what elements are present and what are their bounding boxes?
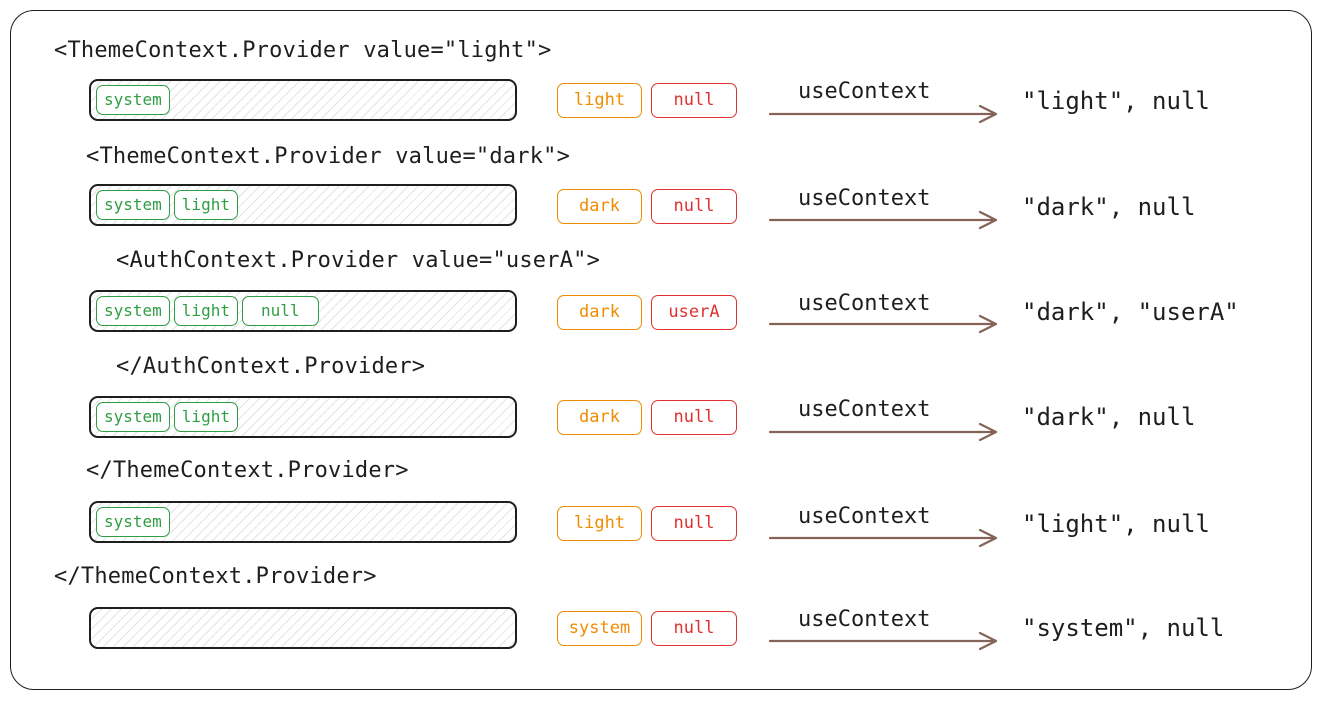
- theme-context-value: dark: [557, 295, 642, 330]
- auth-context-value: null: [651, 400, 737, 435]
- use-context-result: "system", null: [1022, 614, 1225, 642]
- theme-context-value: light: [557, 506, 642, 541]
- context-stack: system light: [89, 396, 517, 438]
- use-context-result: "dark", "userA": [1022, 298, 1239, 326]
- right-arrow-icon: [768, 422, 998, 442]
- auth-context-value: null: [651, 83, 737, 118]
- use-context-label: useContext: [798, 291, 931, 316]
- tag-auth-provider-open: <AuthContext.Provider value="userA">: [116, 248, 601, 273]
- context-stack: [89, 607, 517, 649]
- auth-context-value: null: [651, 611, 737, 646]
- use-context-result: "dark", null: [1022, 193, 1196, 221]
- diagram-frame: [10, 10, 1312, 690]
- tag-theme-provider-dark-close: </ThemeContext.Provider>: [86, 458, 409, 483]
- tag-theme-provider-light-close: </ThemeContext.Provider>: [54, 564, 377, 589]
- auth-context-value: null: [651, 506, 737, 541]
- stack-chip: system: [96, 85, 170, 115]
- stack-chip: light: [173, 296, 238, 326]
- theme-context-value: dark: [557, 189, 642, 224]
- stack-chip: null: [241, 296, 319, 326]
- tag-auth-provider-close: </AuthContext.Provider>: [116, 354, 426, 379]
- use-context-result: "dark", null: [1022, 403, 1196, 431]
- theme-context-value: system: [557, 611, 642, 646]
- right-arrow-icon: [768, 210, 998, 230]
- use-context-label: useContext: [798, 186, 931, 211]
- use-context-label: useContext: [798, 504, 931, 529]
- stack-chip: system: [96, 402, 170, 432]
- context-stack: system light null: [89, 290, 517, 332]
- right-arrow-icon: [768, 104, 998, 124]
- stack-chip: light: [173, 190, 238, 220]
- right-arrow-icon: [768, 631, 998, 651]
- context-stack: system light: [89, 184, 517, 226]
- stack-chip: system: [96, 507, 170, 537]
- stack-chip: system: [96, 190, 170, 220]
- theme-context-value: dark: [557, 400, 642, 435]
- context-stack: system: [89, 79, 517, 121]
- tag-theme-provider-light-open: <ThemeContext.Provider value="light">: [54, 38, 552, 63]
- stack-chip: system: [96, 296, 170, 326]
- stack-chip: light: [173, 402, 238, 432]
- auth-context-value: userA: [651, 295, 737, 330]
- use-context-result: "light", null: [1022, 87, 1210, 115]
- tag-theme-provider-dark-open: <ThemeContext.Provider value="dark">: [86, 144, 571, 169]
- use-context-label: useContext: [798, 607, 931, 632]
- right-arrow-icon: [768, 528, 998, 548]
- use-context-label: useContext: [798, 397, 931, 422]
- auth-context-value: null: [651, 189, 737, 224]
- right-arrow-icon: [768, 314, 998, 334]
- use-context-result: "light", null: [1022, 510, 1210, 538]
- theme-context-value: light: [557, 83, 642, 118]
- use-context-label: useContext: [798, 79, 931, 104]
- context-stack: system: [89, 501, 517, 543]
